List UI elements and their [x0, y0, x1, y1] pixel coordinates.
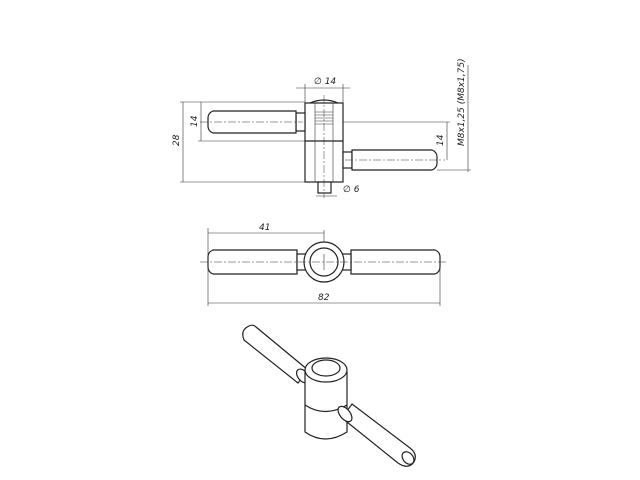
dim-total-length: 82	[318, 293, 330, 303]
iso-body-top	[304, 357, 348, 383]
dim-left-pin: 14	[190, 115, 200, 127]
front-view: ∅ 14 28 14 14 M8x1,25 (M8x1,75) ∅ 6	[172, 58, 471, 198]
dim-diameter-bottom: ∅ 6	[343, 185, 360, 195]
top-view: 41 82	[200, 223, 448, 306]
dim-right-offset: 14	[436, 134, 446, 146]
iso-body	[304, 371, 348, 440]
dim-half-length: 41	[259, 223, 270, 233]
dim-diameter-top: ∅ 14	[314, 77, 336, 87]
thread-label: M8x1,25 (M8x1,75)	[457, 58, 467, 146]
isometric-view	[242, 324, 416, 467]
bottom-stub	[317, 181, 332, 194]
iso-lower-pin	[341, 403, 416, 467]
dim-height-total: 28	[172, 134, 182, 146]
